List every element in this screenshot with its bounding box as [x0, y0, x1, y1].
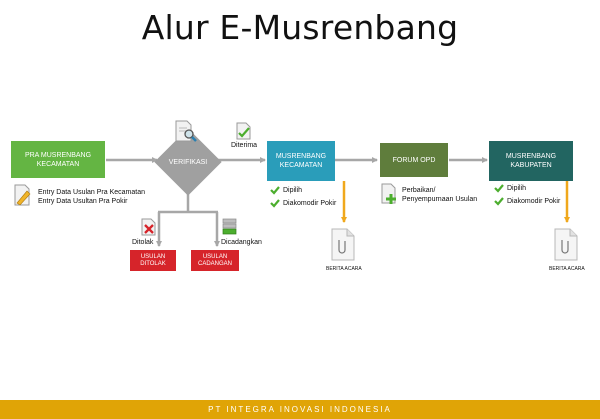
kecamatan-diakomodir-label: Diakomodir Pokir: [283, 199, 337, 207]
footer-bar: PT INTEGRA INOVASI INDONESIA: [0, 400, 600, 419]
kabupaten-diakomodir-label: Diakomodir Pokir: [507, 197, 561, 205]
kecamatan-dipilih-item: Dipilih: [270, 185, 336, 195]
berita-acara-label-2: BERITA ACARA: [549, 266, 585, 272]
check-icon: [494, 197, 504, 206]
ditolak-label: Ditolak: [132, 239, 154, 246]
entry-data-pra-pokir-label: Entry Data Usultan Pra Pokir: [38, 198, 128, 205]
kecamatan-checklist: Dipilih Diakomodir Pokir: [270, 185, 336, 208]
page-title: Alur E-Musrenbang: [141, 8, 459, 47]
document-pencil-icon: [14, 184, 31, 206]
node-usulan-ditolak: USULAN DITOLAK: [130, 250, 176, 271]
document-reject-icon: [141, 218, 156, 236]
node-pra-musrenbang-kecamatan: PRA MUSRENBANG KECAMATAN: [11, 141, 105, 178]
penyempurnaan-usulan-label: Penyempurnaan Usulan: [402, 196, 478, 203]
kabupaten-dipilih-item: Dipilih: [494, 183, 560, 193]
node-forum-opd: FORUM OPD: [380, 143, 448, 177]
perbaikan-label: Perbaikan/: [402, 187, 436, 194]
node-usulan-cadangan: USULAN CADANGAN: [191, 250, 239, 271]
kabupaten-diakomodir-item: Diakomodir Pokir: [494, 196, 560, 206]
entry-data-pra-kecamatan-label: Entry Data Usulan Pra Kecamatan: [38, 189, 145, 196]
footer-company-name: PT INTEGRA INOVASI INDONESIA: [208, 405, 392, 414]
document-plus-icon: [381, 183, 396, 204]
check-icon: [270, 186, 280, 195]
kecamatan-dipilih-label: Dipilih: [283, 186, 303, 194]
document-search-icon: [175, 120, 197, 142]
kabupaten-checklist: Dipilih Diakomodir Pokir: [494, 183, 560, 206]
kabupaten-dipilih-label: Dipilih: [507, 184, 527, 192]
berita-acara-label-1: BERITA ACARA: [326, 266, 362, 272]
node-musrenbang-kabupaten: MUSRENBANG KABUPATEN: [489, 141, 573, 181]
document-check-icon: [236, 122, 251, 140]
node-verifikasi: VERIFIKASI: [154, 128, 222, 196]
berita-acara-document-icon: [331, 228, 355, 261]
verifikasi-label: VERIFIKASI: [168, 158, 208, 166]
diterima-label: Diterima: [231, 142, 258, 149]
stack-icon: [222, 218, 237, 235]
kecamatan-diakomodir-item: Diakomodir Pokir: [270, 198, 336, 208]
check-icon: [270, 199, 280, 208]
dicadangkan-label: Dicadangkan: [221, 239, 262, 246]
node-musrenbang-kecamatan: MUSRENBANG KECAMATAN: [267, 141, 335, 181]
check-icon: [494, 184, 504, 193]
berita-acara-document-icon: [554, 228, 578, 261]
